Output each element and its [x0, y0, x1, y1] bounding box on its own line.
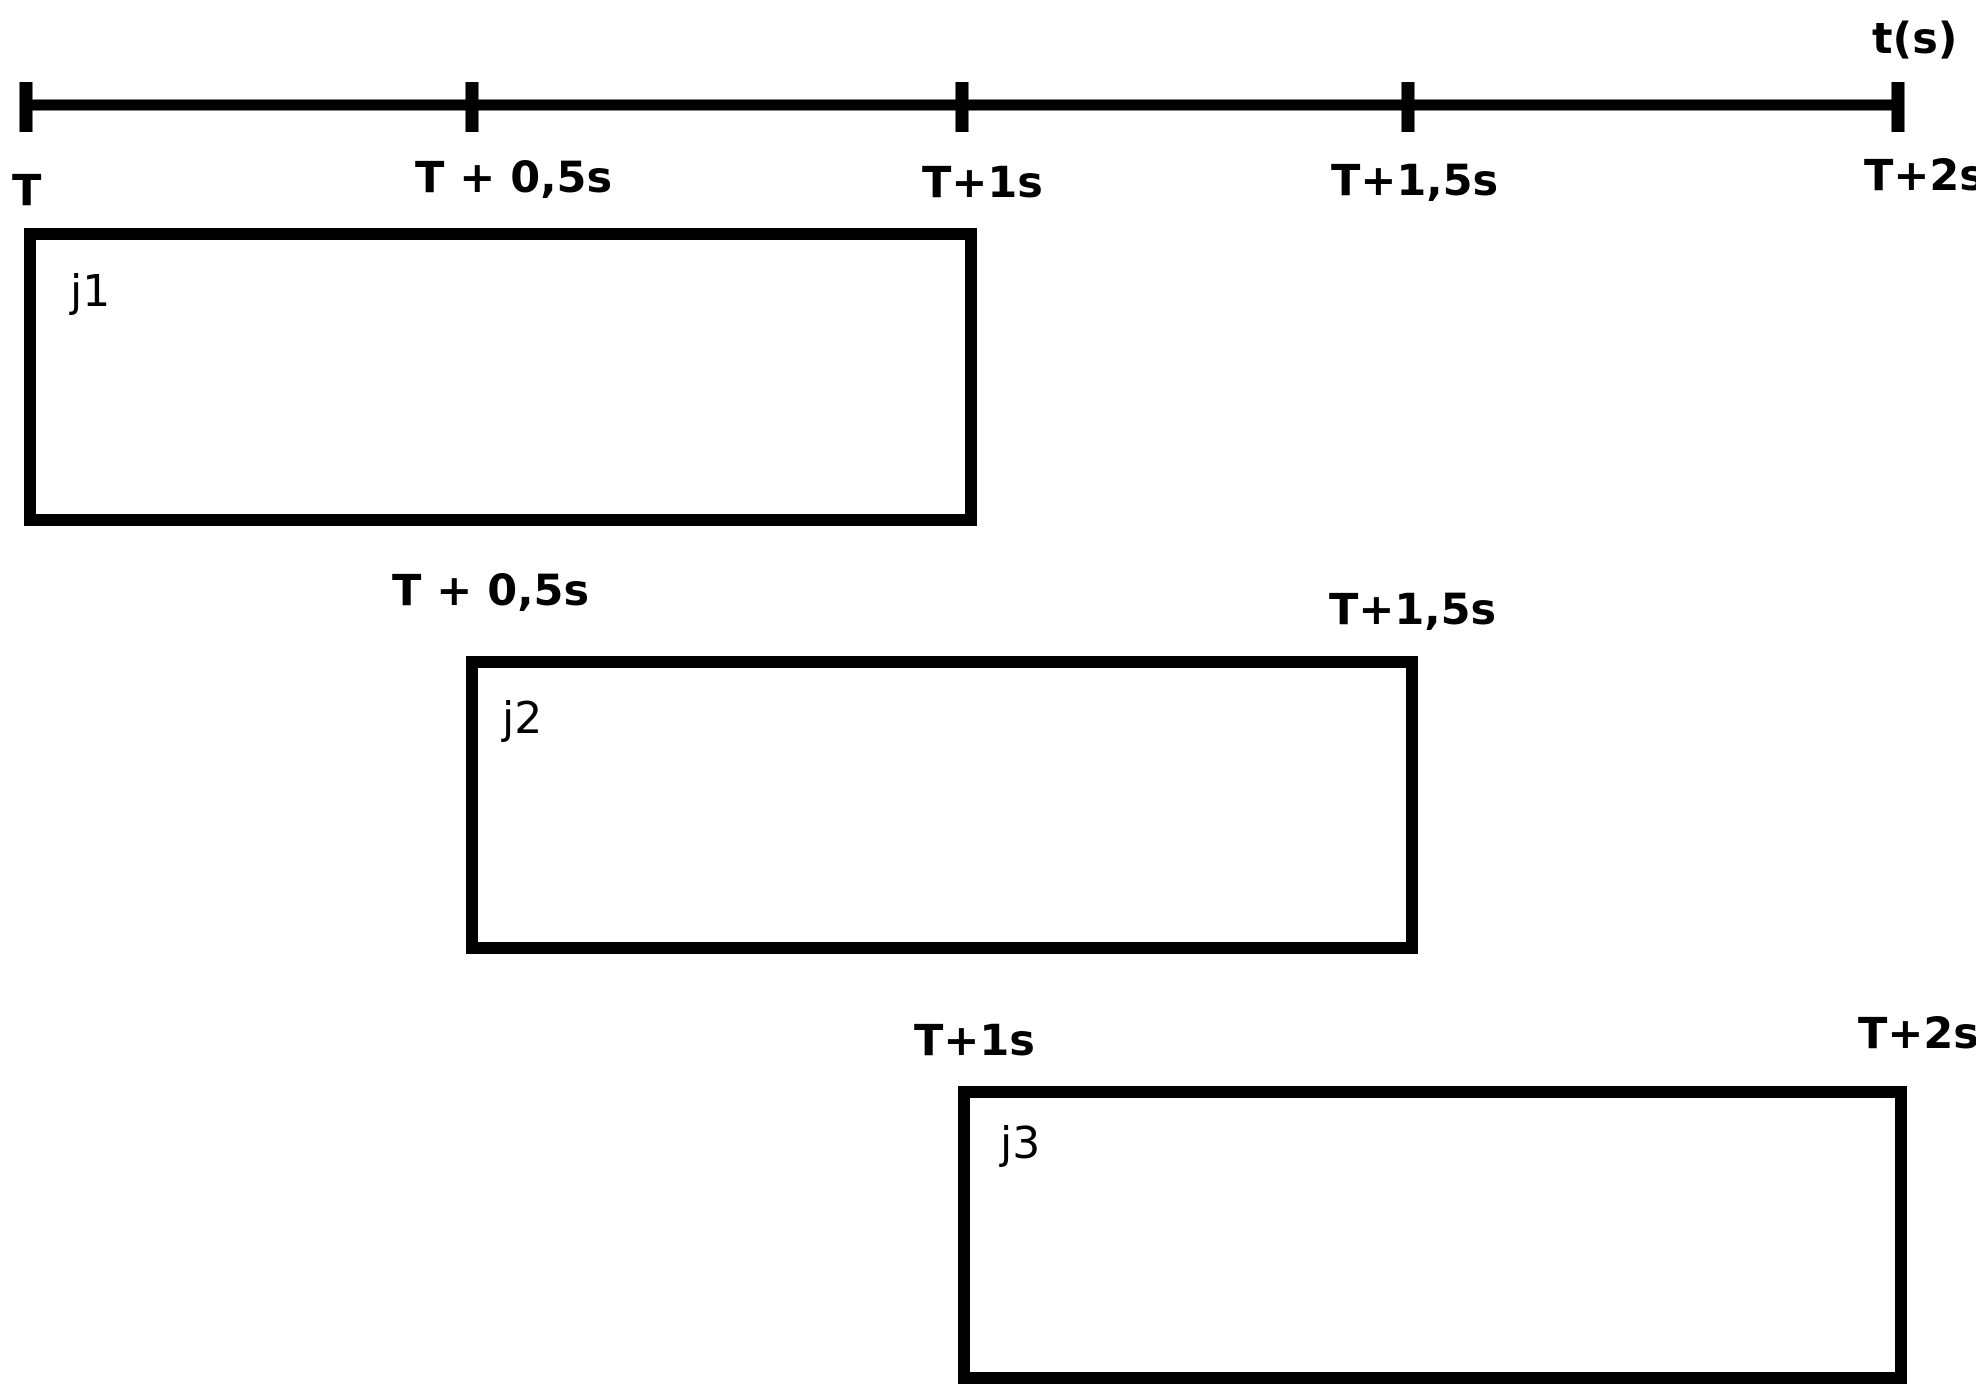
job-box-j2: [466, 656, 1418, 954]
job-label-j2: j2: [502, 693, 543, 744]
job-label-j3: j3: [1000, 1118, 1041, 1169]
axis-unit-label: t(s): [1872, 14, 1958, 64]
job-box-j3: [958, 1086, 1907, 1384]
job-start-label-j2: T + 0,5s: [392, 566, 590, 616]
job-end-label-j3: T+2s: [1858, 1009, 1976, 1059]
axis-tick-label: T+1s: [922, 158, 1043, 208]
axis-tick-label: T+2s: [1864, 151, 1976, 201]
job-start-label-j3: T+1s: [914, 1016, 1035, 1066]
job-box-j1: [24, 228, 977, 526]
axis-tick-label: T+1,5s: [1331, 156, 1499, 206]
job-end-label-j2: T+1,5s: [1329, 585, 1497, 635]
job-label-j1: j1: [70, 266, 111, 317]
axis-tick-label: T + 0,5s: [415, 153, 613, 203]
axis-tick-label: T: [12, 166, 42, 216]
